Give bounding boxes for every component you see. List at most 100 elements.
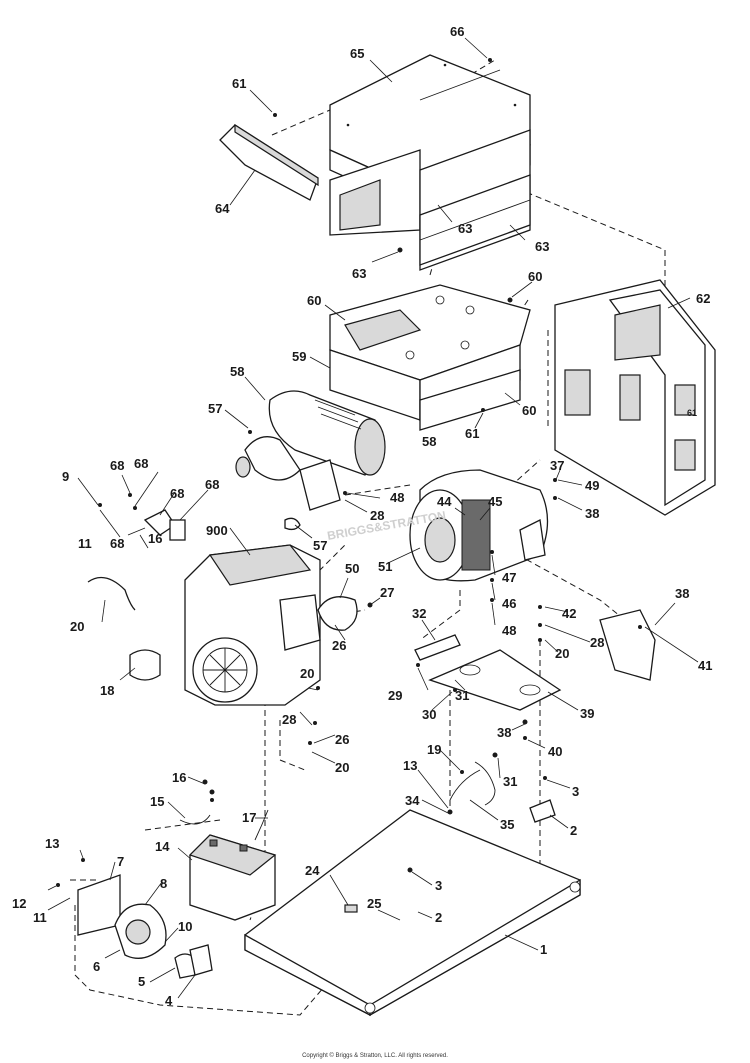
callout-64: 68 [110,458,124,473]
callout-56: 59 [292,349,306,364]
bracket-7 [77,874,121,936]
callout-20-right: 20 [555,646,569,661]
callout-29: 29 [388,688,402,703]
engine-small-parts [87,509,656,711]
callout-60-c: 63 [352,266,366,281]
fuel-regulator-6 [114,903,213,979]
callout-61: 64 [215,201,230,216]
callout-57-c: 60 [522,403,536,418]
engine-900 [184,544,321,706]
callout-26-low: 26 [335,732,349,747]
callout-53: 58 [422,434,436,449]
callout-2-upper: 2 [570,823,577,838]
callout-27-top: 28 [370,508,384,523]
callout-52: 57 [208,401,222,416]
callout-labels: 66 65 61 64 63 63 63 60 60 62 59 58 60 6… [12,24,712,1008]
callout-11-mid: 11 [78,536,92,551]
callout-16: 16 [172,770,186,785]
callout-7: 7 [117,854,124,869]
callout-65: 68 [134,456,148,471]
assembly-dashed-lines [70,59,666,1016]
callout-27-right: 28 [590,635,604,650]
callout-20-mid: 20 [300,666,314,681]
callout-9: 9 [62,469,69,484]
callout-10: 10 [178,919,192,934]
callout-15-mid: 16 [148,531,162,546]
copyright-notice: Copyright © Briggs & Stratton, LLC. All … [302,1053,448,1059]
base-frame-1 [244,809,581,1017]
callout-40: 38 [675,586,689,601]
callout-31-mid: 31 [455,688,469,703]
callout-18: 18 [100,683,114,698]
callout-60-b: 63 [535,239,549,254]
callout-57-b: 60 [307,293,321,308]
callout-6: 6 [93,959,100,974]
callout-39: 39 [580,706,594,721]
callout-49: 50 [345,561,359,576]
side-panel-60-right [419,129,531,271]
callout-26-mid: 26 [332,638,346,653]
callout-37-top: 38 [585,506,599,521]
callout-47: 48 [502,623,516,638]
callout-63: 66 [450,24,464,39]
callout-36: 37 [550,458,564,473]
callout-30: 30 [422,707,436,722]
callout-35: 35 [500,817,514,832]
callout-15-low: 15 [150,794,164,809]
muffler-55 [235,390,386,511]
callout-57-a: 60 [528,269,542,284]
callout-8: 8 [160,876,167,891]
callout-48: 49 [585,478,599,493]
callout-58-top: 61 [232,76,246,91]
callout-32: 32 [412,606,426,621]
battery-14 [188,834,277,921]
callout-1: 1 [540,942,547,957]
callout-34: 34 [405,793,420,808]
callout-58-mid: 61 [465,426,479,441]
roof-baffle-56-57 [329,284,531,431]
callout-17: 17 [242,810,256,825]
front-panel-61 [219,123,319,201]
enclosure-side-59 [554,279,716,516]
callout-43: 45 [488,494,502,509]
callout-41: 41 [698,658,712,673]
callout-3-upper: 3 [572,784,579,799]
callout-11-low: 11 [33,910,47,925]
callout-24: 24 [305,863,320,878]
hardware-fasteners [56,58,642,887]
callout-38: 40 [548,744,562,759]
leader-lines [47,37,699,999]
callout-51: 51 [378,559,392,574]
callout-55: 58 [230,364,244,379]
callout-58-small: 61 [687,408,697,418]
callout-50: 48 [390,490,404,505]
callout-59: 62 [696,291,710,306]
side-panel-60-left [329,149,421,236]
callout-19: 19 [427,742,441,757]
callout-14: 14 [155,839,170,854]
callout-46: 47 [502,570,516,585]
callout-20-low: 20 [335,760,349,775]
callout-3-lower: 3 [435,878,442,893]
callout-44: 42 [562,606,576,621]
ground-wires-31-35 [179,761,496,841]
callout-13-mid: 13 [403,758,417,773]
callout-12: 12 [12,896,26,911]
callout-25: 25 [367,896,381,911]
callout-27-mid: 28 [282,712,296,727]
callout-67: 68 [205,477,219,492]
callout-37-low: 38 [497,725,511,740]
callout-60-a: 63 [458,221,472,236]
callout-54: 57 [313,538,327,553]
callout-31-low: 31 [503,774,517,789]
callout-45: 46 [502,596,516,611]
callout-13-low: 13 [45,836,59,851]
callout-900: 900 [206,523,228,538]
callout-68: 68 [110,536,124,551]
callout-5: 5 [138,974,145,989]
callout-66: 68 [170,486,184,501]
callout-4: 4 [165,993,173,1008]
callout-28: 27 [380,585,394,600]
callout-62: 65 [350,46,364,61]
